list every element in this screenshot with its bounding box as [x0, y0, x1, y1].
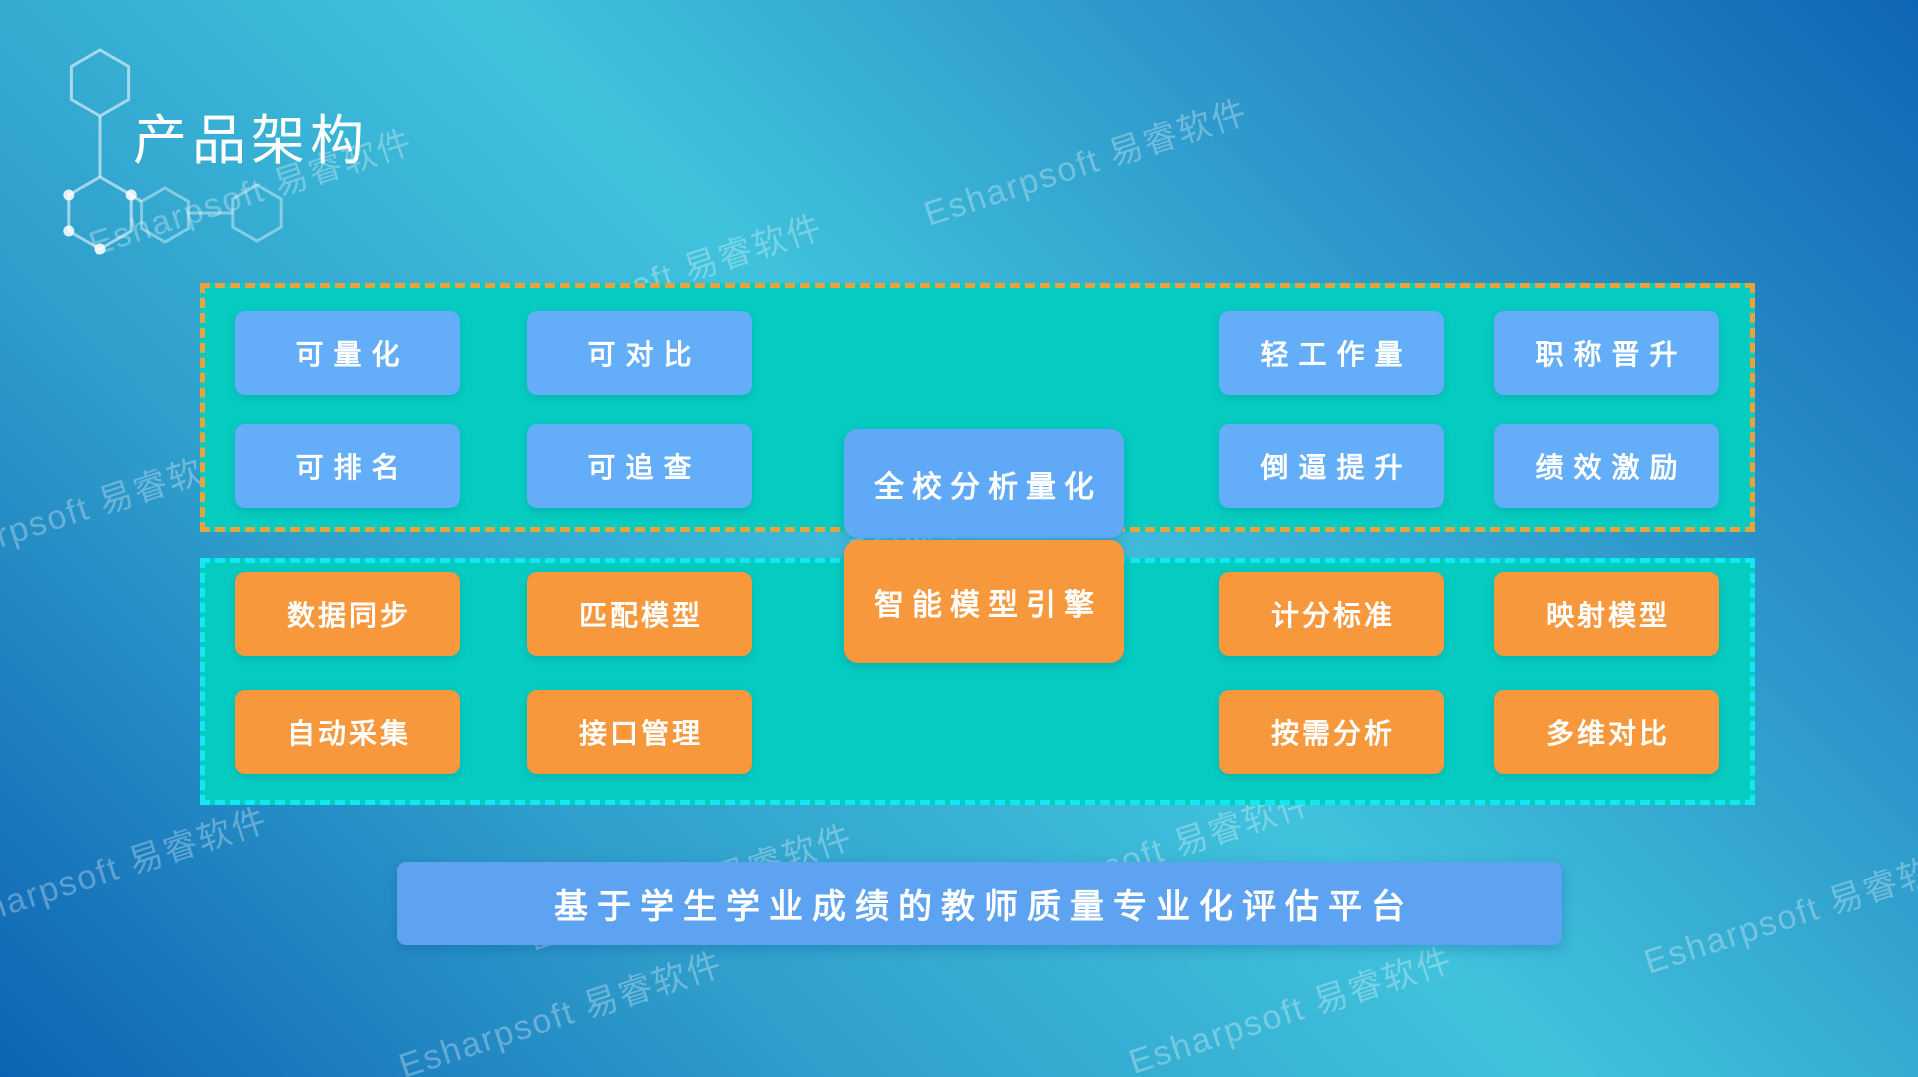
engine-chip: 匹配模型 — [527, 572, 752, 656]
engine-chip: 多维对比 — [1494, 690, 1719, 774]
model-engine-box: 智能模型引擎 — [844, 540, 1124, 663]
value-chip: 可对比 — [527, 311, 752, 395]
watermark: Esharpsoft 易睿软件 — [919, 93, 1253, 234]
engine-chip: 映射模型 — [1494, 572, 1719, 656]
value-chip: 倒逼提升 — [1219, 424, 1444, 508]
molecule-logo-icon — [63, 48, 283, 255]
value-chip: 轻工作量 — [1219, 311, 1444, 395]
engine-chip: 接口管理 — [527, 690, 752, 774]
value-chip: 可排名 — [235, 424, 460, 508]
engine-chip: 数据同步 — [235, 572, 460, 656]
page-title: 产品架构 — [133, 111, 369, 171]
engine-chip: 按需分析 — [1219, 690, 1444, 774]
value-chip: 可量化 — [235, 311, 460, 395]
value-chip: 可追查 — [527, 424, 752, 508]
watermark: Esharpsoft 易睿软件 — [1639, 841, 1918, 982]
engine-chip: 自动采集 — [235, 690, 460, 774]
platform-title-bar: 基于学生学业成绩的教师质量专业化评估平台 — [397, 862, 1562, 945]
value-chip: 职称晋升 — [1494, 311, 1719, 395]
engine-chip: 计分标准 — [1219, 572, 1444, 656]
watermark: Esharpsoft 易睿软件 — [394, 945, 728, 1077]
watermark: Esharpsoft 易睿软件 — [1124, 941, 1458, 1077]
value-chip: 绩效激励 — [1494, 424, 1719, 508]
school-analysis-box: 全校分析量化 — [844, 429, 1124, 538]
watermark: Esharpsoft 易睿软件 — [0, 801, 273, 942]
